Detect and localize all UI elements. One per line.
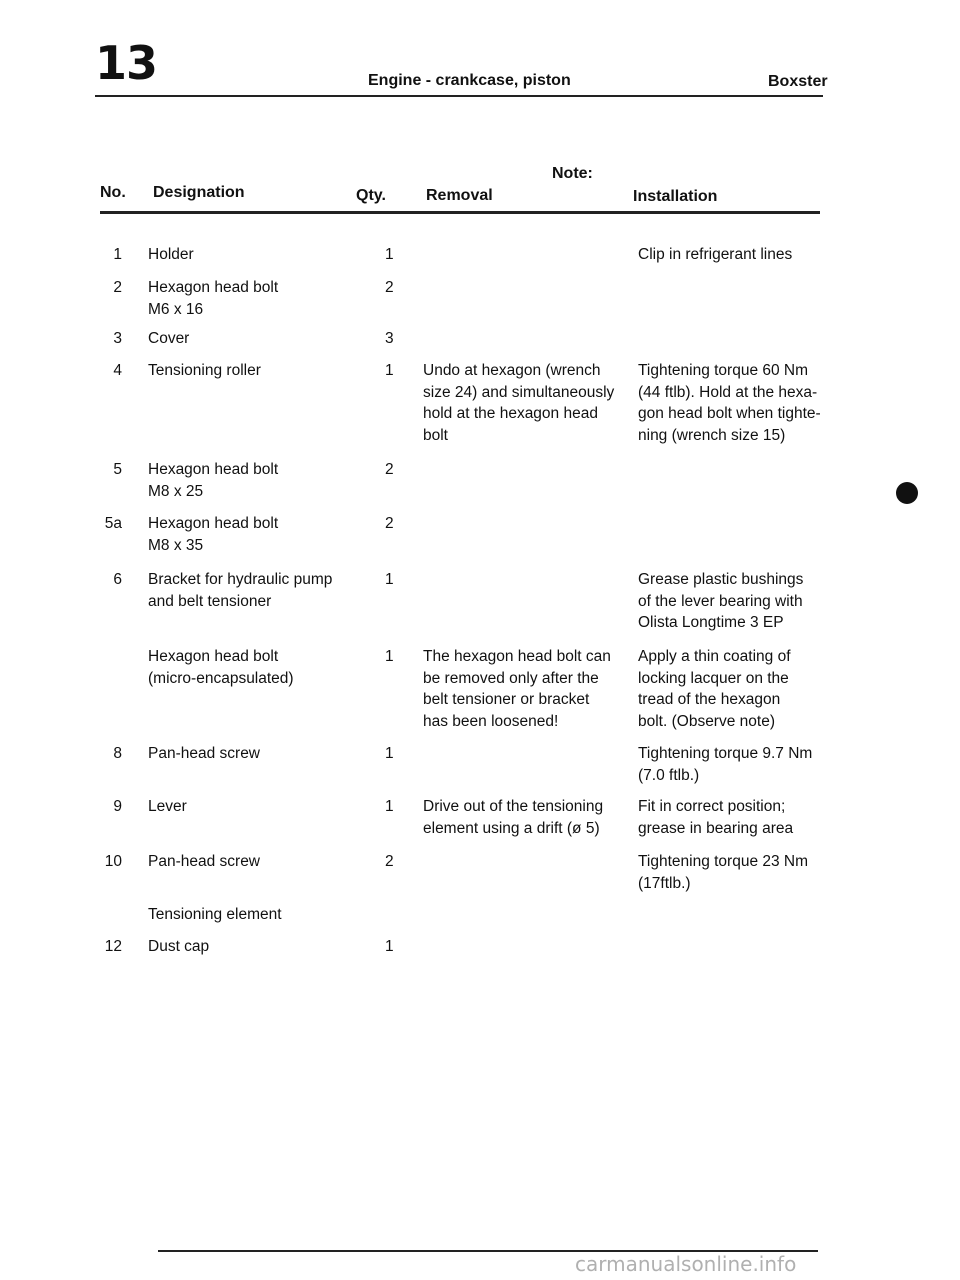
row-removal: The hexagon head bolt can be removed onl… [423,648,611,730]
row-number: 4 [113,362,122,379]
row-qty: 1 [385,246,394,263]
row-qty: 2 [385,279,394,296]
row-installation: Tightening torque 9.7 Nm (7.0 ftlb.) [638,745,813,784]
row-qty: 1 [385,938,394,955]
row-designation: Hexagon head bolt M8 x 35 [148,515,279,554]
row-installation: Fit in correct position; grease in beari… [638,798,794,837]
row-number: 6 [113,571,122,588]
header-rule [95,95,823,97]
row-qty: 1 [385,745,394,762]
row-installation: Grease plastic bushings of the lever bea… [638,571,804,631]
row-designation: Dust cap [148,938,210,955]
watermark: carmanualsonline.info [575,1252,797,1276]
row-number: 10 [104,853,122,870]
row-number: 9 [113,798,122,815]
row-installation: Clip in refrigerant lines [638,246,793,263]
row-installation: Apply a thin coating of locking lacquer … [638,648,791,730]
col-header-designation: Designation [153,184,245,201]
row-designation: Tensioning roller [148,362,261,379]
row-qty: 1 [385,571,394,588]
row-installation: Tightening torque 23 Nm (17ftlb.) [638,853,809,892]
row-designation: Pan-head screw [148,853,261,870]
table-header-rule [100,211,820,214]
col-header-note: Note: [552,165,593,182]
model-name: Boxster [768,73,828,90]
col-header-qty: Qty. [356,187,386,204]
row-designation: Hexagon head bolt M8 x 25 [148,461,279,500]
row-designation: Holder [148,246,194,263]
margin-bullet [896,482,918,504]
row-number: 2 [113,279,122,296]
row-installation: Tightening torque 60 Nm (44 ftlb). Hold … [638,362,821,444]
row-designation: Pan-head screw [148,745,261,762]
row-number: 5 [113,461,122,478]
row-designation: Hexagon head bolt M6 x 16 [148,279,279,318]
row-number: 1 [113,246,122,263]
row-designation: Lever [148,798,187,815]
row-designation: Cover [148,330,190,347]
row-designation: Hexagon head bolt (micro-encapsulated) [148,648,294,687]
col-header-installation: Installation [633,188,718,205]
row-number: 8 [113,745,122,762]
footer-rule [158,1250,818,1252]
row-removal: Drive out of the tensioning element usin… [423,798,604,837]
col-header-no: No. [100,184,126,201]
row-qty: 2 [385,853,394,870]
row-designation: Tensioning element [148,906,282,923]
row-designation: Bracket for hydraulic pump and belt tens… [148,571,333,610]
row-qty: 2 [385,461,394,478]
col-header-removal: Removal [426,187,493,204]
row-qty: 2 [385,515,394,532]
row-qty: 1 [385,648,394,665]
row-qty: 1 [385,798,394,815]
chapter-number: 13 [95,36,158,90]
row-number: 5a [104,515,122,532]
row-number: 12 [104,938,122,955]
row-number: 3 [113,330,122,347]
row-removal: Undo at hexagon (wrench size 24) and sim… [423,362,615,444]
row-qty: 3 [385,330,394,347]
section-title: Engine - crankcase, piston [368,72,571,89]
row-qty: 1 [385,362,394,379]
